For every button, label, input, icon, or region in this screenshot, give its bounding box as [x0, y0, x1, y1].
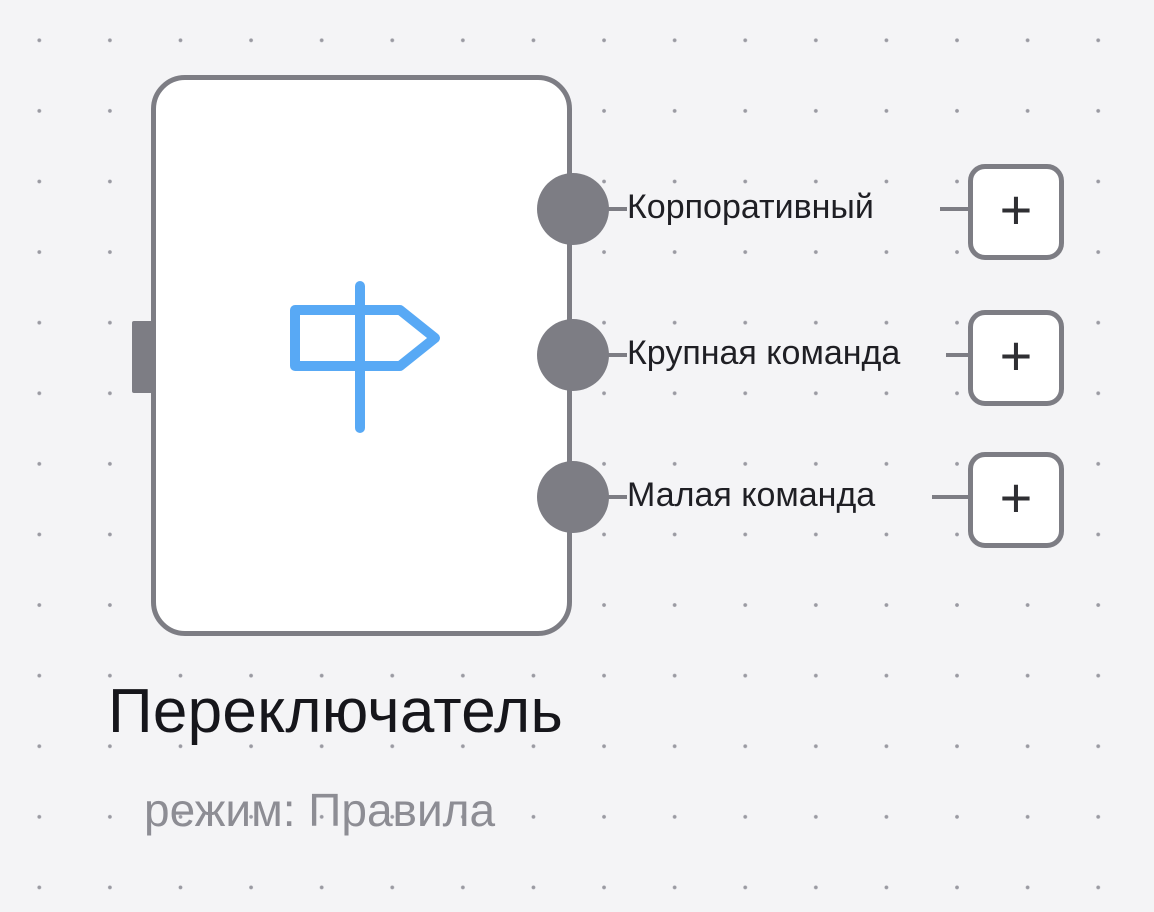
output-port-corporate[interactable]	[537, 173, 609, 245]
output-row-large-team: Крупная команда +	[537, 306, 1067, 406]
signpost-icon	[290, 281, 440, 433]
plus-icon: +	[999, 178, 1033, 241]
plus-icon: +	[999, 466, 1033, 529]
node-title: Переключатель	[108, 677, 564, 746]
output-label-small-team: Малая команда	[627, 476, 876, 514]
connector-line	[940, 207, 968, 211]
output-row-small-team: Малая команда +	[537, 448, 1067, 548]
connector-line	[603, 353, 627, 357]
add-branch-button[interactable]: +	[968, 310, 1064, 406]
add-branch-button[interactable]: +	[968, 452, 1064, 548]
output-label-corporate: Корпоративный	[627, 188, 874, 226]
connector-line	[603, 495, 627, 499]
output-row-corporate: Корпоративный +	[537, 160, 1067, 260]
node-subtitle: режим: Правила	[144, 784, 496, 836]
connector-line	[932, 495, 968, 499]
output-port-small-team[interactable]	[537, 461, 609, 533]
output-port-large-team[interactable]	[537, 319, 609, 391]
add-branch-button[interactable]: +	[968, 164, 1064, 260]
output-label-large-team: Крупная команда	[627, 334, 901, 372]
connector-line	[946, 353, 968, 357]
plus-icon: +	[999, 324, 1033, 387]
connector-line	[603, 207, 627, 211]
